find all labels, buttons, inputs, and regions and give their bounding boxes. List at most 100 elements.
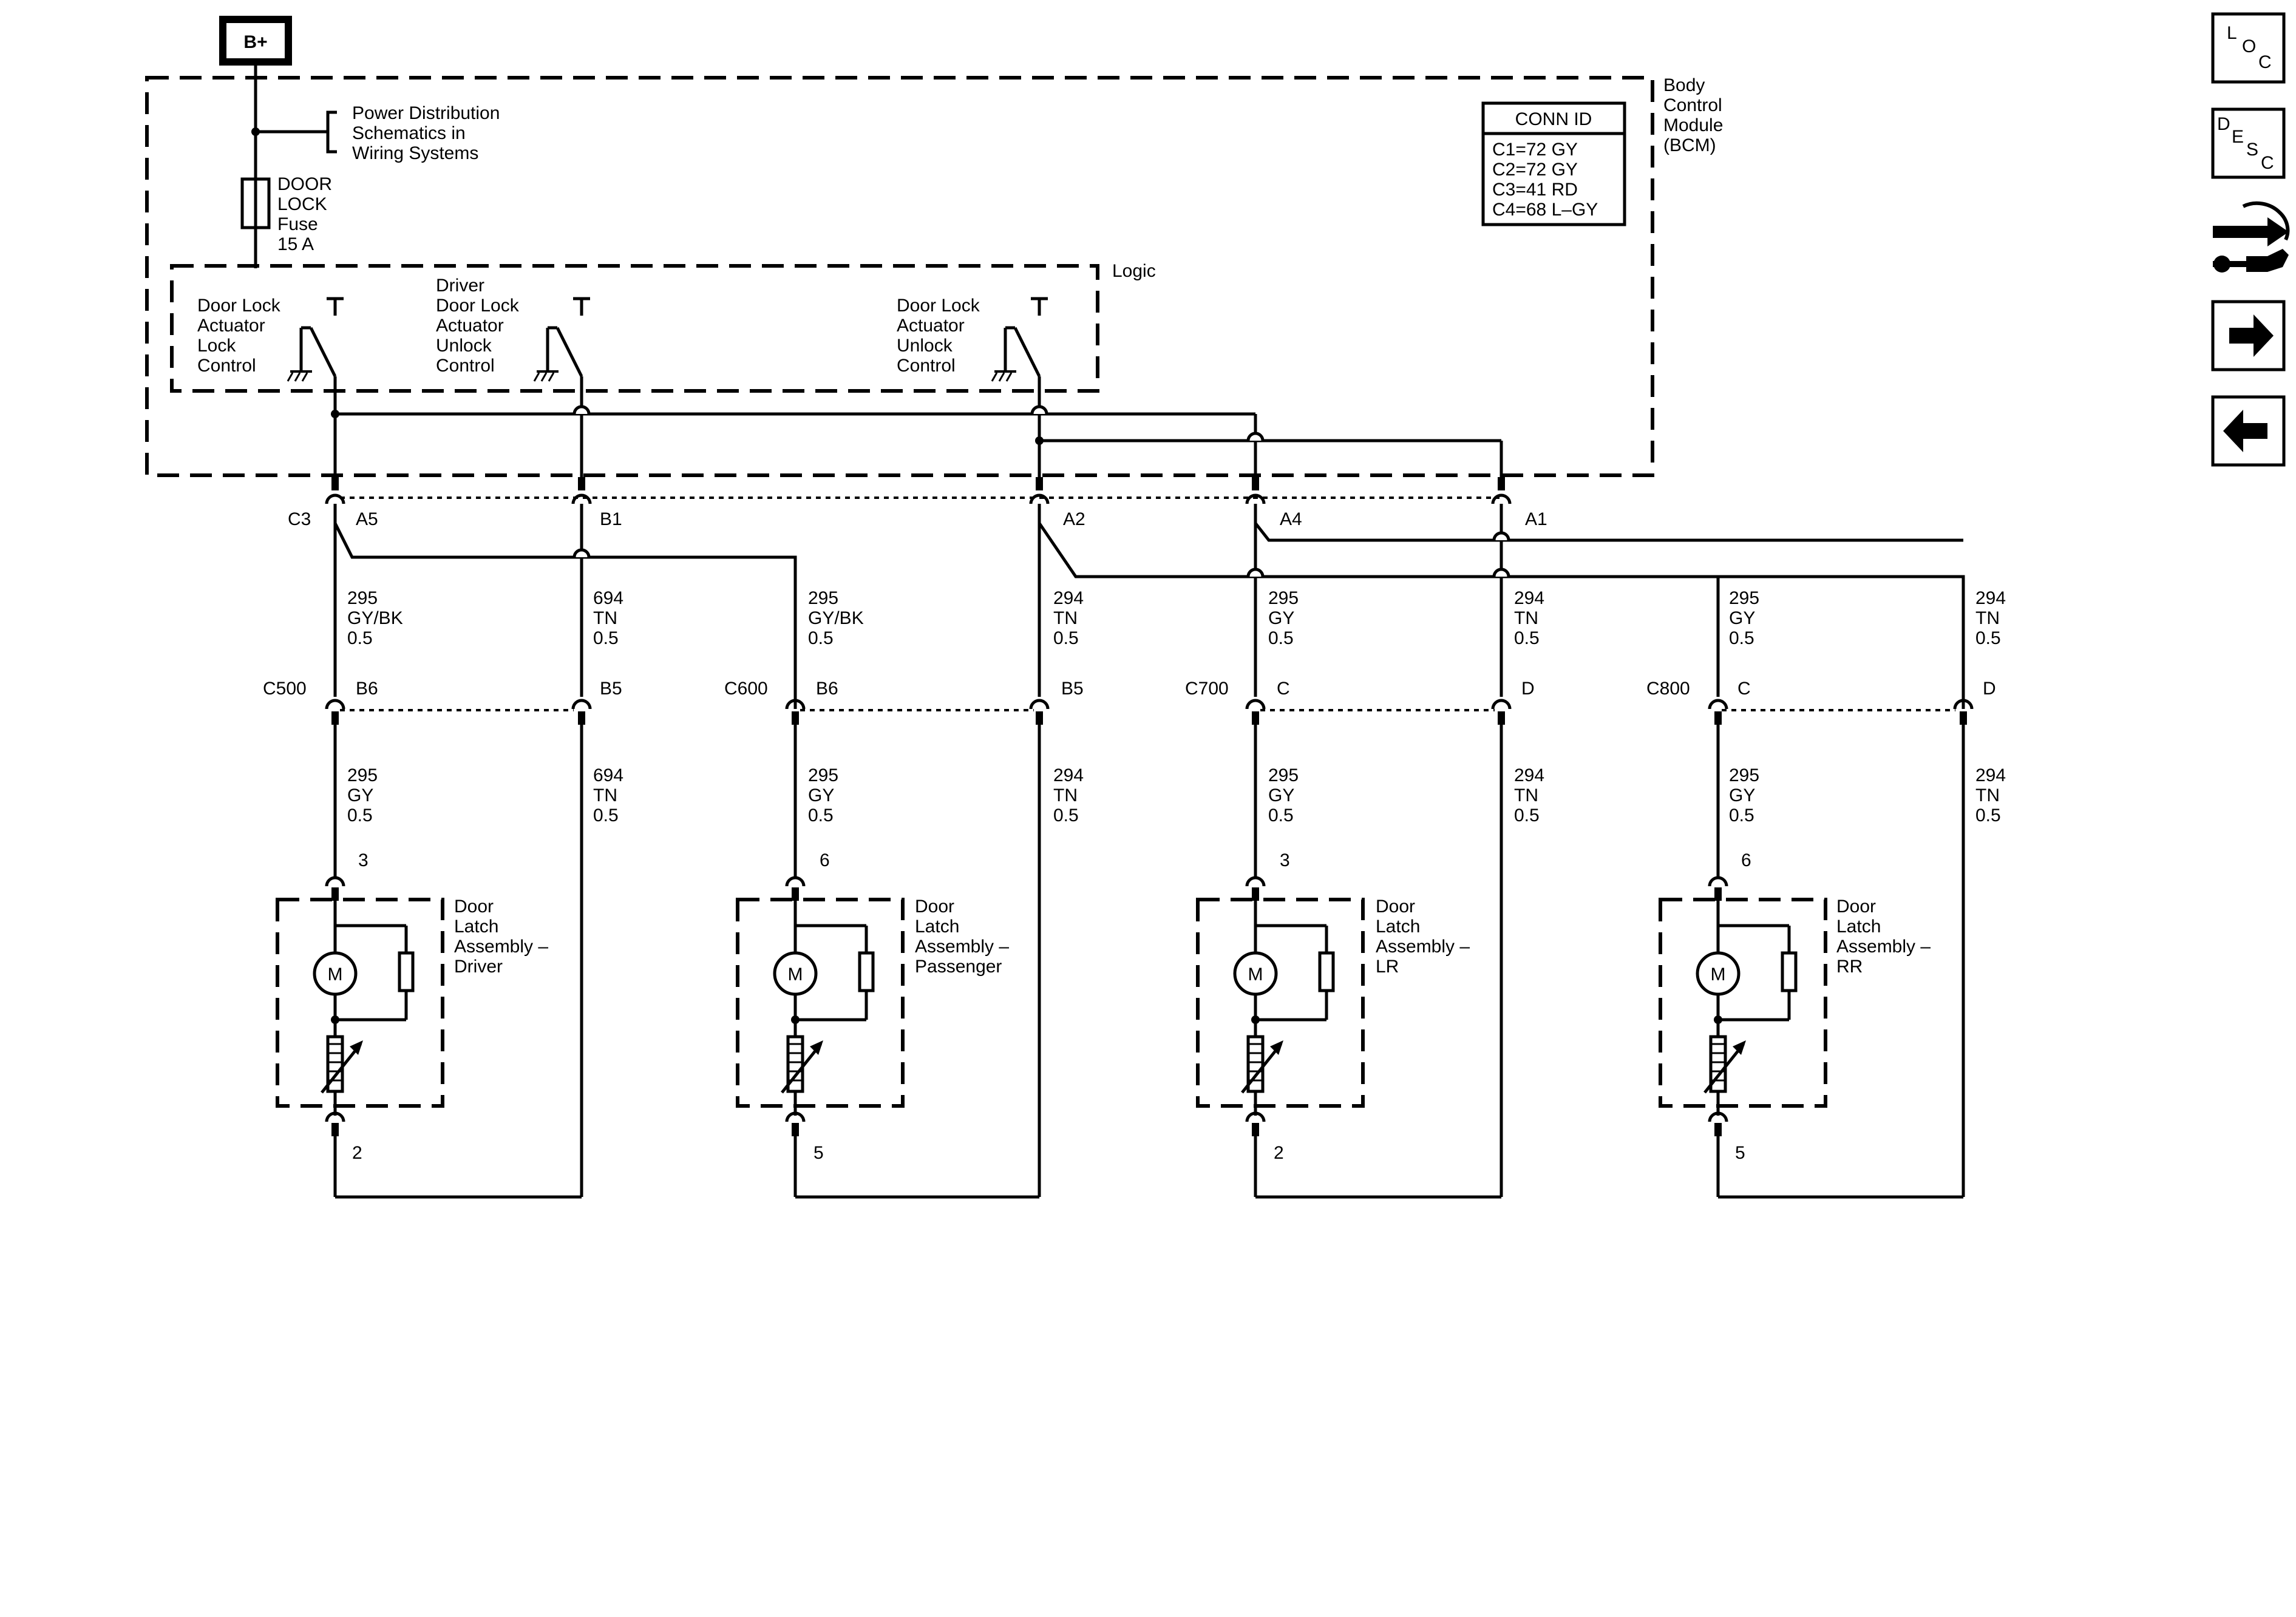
- svg-text:(BCM): (BCM): [1663, 135, 1716, 155]
- supply-label: B+: [243, 32, 267, 52]
- inline-cavity-2-pin: [792, 711, 799, 725]
- inline-cavity-7-socket: [1953, 699, 1974, 710]
- svg-text:TN: TN: [1514, 608, 1538, 628]
- svg-text:B6: B6: [816, 679, 838, 699]
- svg-text:TN: TN: [1053, 785, 1078, 805]
- svg-text:S: S: [2246, 140, 2258, 160]
- latch-3-motor-label: M: [1711, 964, 1726, 985]
- latch-2-top-socket: [1245, 876, 1266, 887]
- next-arrow-icon[interactable]: [2211, 300, 2286, 371]
- latch-0-box: [276, 898, 444, 1108]
- svg-text:694: 694: [593, 588, 623, 608]
- c3-cavity-3-socket: [1245, 493, 1266, 504]
- svg-text:5: 5: [1735, 1143, 1745, 1163]
- svg-text:O: O: [2242, 36, 2256, 56]
- logic-switch-2-gnd-hatch: [998, 372, 1005, 382]
- svg-text:Driver: Driver: [454, 957, 503, 977]
- svg-text:LOCK: LOCK: [277, 194, 327, 214]
- latch-1-top-socket: [785, 876, 806, 887]
- svg-text:0.5: 0.5: [1268, 805, 1294, 825]
- svg-text:GY: GY: [1729, 608, 1755, 628]
- svg-text:Control: Control: [897, 356, 956, 376]
- inline-cavity-4-pin: [1252, 711, 1259, 725]
- svg-text:B6: B6: [356, 679, 378, 699]
- svg-text:295: 295: [1268, 765, 1299, 785]
- svg-text:GY: GY: [347, 785, 373, 805]
- inline-cavity-0-pin: [331, 711, 339, 725]
- wire-crossover-0: [572, 548, 591, 558]
- inline-cavity-2-socket: [785, 699, 806, 710]
- svg-text:295: 295: [347, 588, 378, 608]
- latch-1-sensor-arrowhead: [810, 1040, 823, 1055]
- svg-text:TN: TN: [1053, 608, 1078, 628]
- svg-text:Assembly –: Assembly –: [915, 937, 1009, 957]
- loc-icon[interactable]: L O C: [2211, 12, 2286, 84]
- previous-arrow-icon[interactable]: [2211, 395, 2286, 467]
- svg-text:6: 6: [1741, 850, 1751, 870]
- svg-text:TN: TN: [1975, 785, 2000, 805]
- logic-switch-2-gnd-hatch: [1005, 372, 1013, 382]
- svg-text:294: 294: [1514, 765, 1544, 785]
- svg-text:TN: TN: [593, 608, 617, 628]
- logic-label: Logic: [1112, 261, 1156, 281]
- inline-cavity-0-socket: [325, 699, 345, 710]
- inline-cavity-4-socket: [1245, 699, 1266, 710]
- desc-icon[interactable]: D E S C: [2211, 107, 2286, 179]
- latch-0-resistor: [398, 951, 415, 992]
- svg-text:Latch: Latch: [454, 917, 498, 937]
- conn-id-row: C4=68 L–GY: [1492, 200, 1598, 220]
- latch-2-node: [1251, 1015, 1260, 1024]
- c3-pin: A2: [1063, 509, 1085, 529]
- svg-text:D: D: [2217, 114, 2230, 134]
- latch-2-sensor-arrow: [1241, 1043, 1282, 1094]
- inline-cavity-6-pin: [1714, 711, 1722, 725]
- logic-switch-0-gnd-hatch: [301, 372, 308, 382]
- logic-box: [170, 264, 1099, 393]
- svg-text:2: 2: [1274, 1143, 1284, 1163]
- svg-text:C800: C800: [1646, 679, 1690, 699]
- c3-pin: B1: [600, 509, 622, 529]
- inline-cavity-7-pin: [1960, 711, 1967, 725]
- latch-1-node: [791, 1015, 800, 1024]
- c3-pin: A1: [1525, 509, 1547, 529]
- logic-switch-0-contact: [309, 327, 337, 378]
- svg-text:694: 694: [593, 765, 623, 785]
- svg-text:295: 295: [1729, 588, 1759, 608]
- c3-cavity-2-pin: [1036, 477, 1043, 490]
- latch-0-top-socket: [325, 876, 345, 887]
- svg-text:Actuator: Actuator: [197, 316, 265, 336]
- svg-text:Passenger: Passenger: [915, 957, 1002, 977]
- latch-0-node: [331, 1015, 339, 1024]
- diagnostic-tools-icon[interactable]: [2213, 201, 2290, 273]
- conn-id-table: CONN ID C1=72 GY C2=72 GY C3=41 RD C4=68…: [1481, 101, 1626, 226]
- latch-1-resistor: [858, 951, 875, 992]
- latch-0-sensor-arrow: [321, 1043, 362, 1094]
- svg-text:C600: C600: [724, 679, 768, 699]
- bcm-label: Body Control Module (BCM): [1663, 75, 1723, 155]
- svg-text:C: C: [2261, 153, 2274, 173]
- latch-1-motor-label: M: [788, 964, 803, 985]
- svg-text:15 A: 15 A: [277, 234, 314, 254]
- logic-switch-0-gnd-hatch: [287, 372, 294, 382]
- svg-text:0.5: 0.5: [593, 805, 619, 825]
- svg-text:RR: RR: [1836, 957, 1863, 977]
- svg-text:Latch: Latch: [1836, 917, 1881, 937]
- svg-text:Door Lock: Door Lock: [897, 296, 980, 316]
- switch-label-lock: Door Lock Actuator Lock Control: [197, 296, 281, 376]
- svg-text:GY: GY: [1268, 608, 1294, 628]
- svg-text:B5: B5: [1061, 679, 1084, 699]
- inline-cavity-5-socket: [1491, 699, 1512, 710]
- latch-1-sensor-arrow: [781, 1043, 822, 1094]
- svg-text:GY/BK: GY/BK: [347, 608, 403, 628]
- svg-text:295: 295: [347, 765, 378, 785]
- svg-text:C: C: [1277, 679, 1290, 699]
- latch-3-box: [1659, 898, 1827, 1108]
- latch-2-box: [1196, 898, 1365, 1108]
- inline-cavity-3-socket: [1029, 699, 1050, 710]
- crossover-1: [1030, 405, 1048, 415]
- svg-text:0.5: 0.5: [1514, 628, 1540, 648]
- svg-text:GY: GY: [808, 785, 834, 805]
